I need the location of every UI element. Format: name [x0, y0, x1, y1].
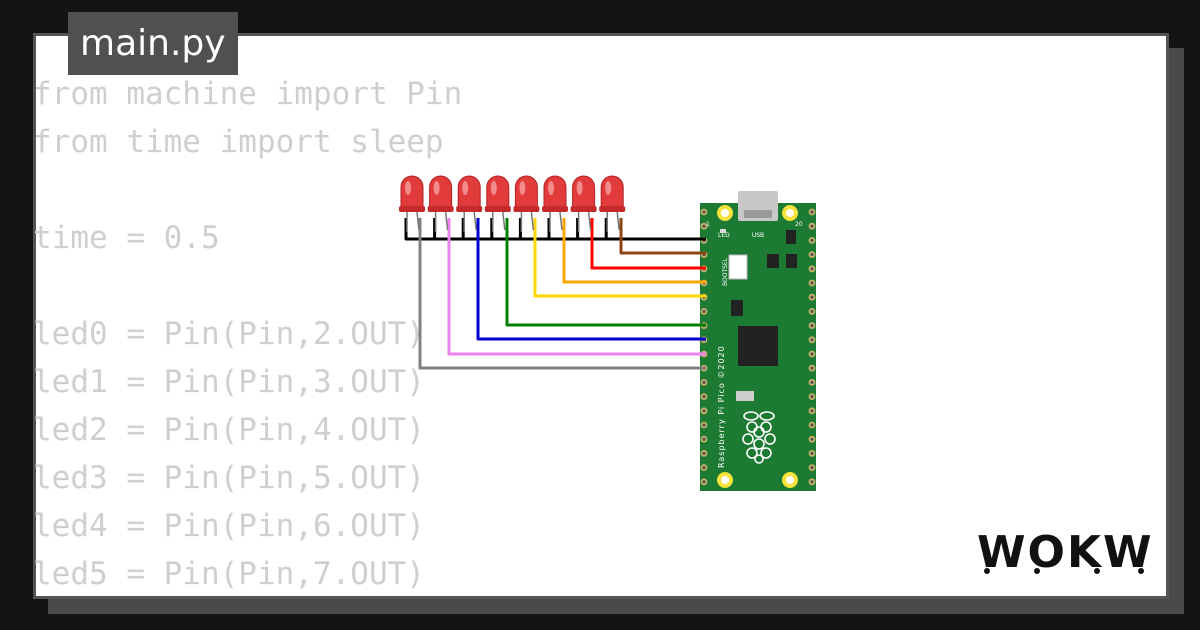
- led-body: [400, 175, 424, 211]
- pin1-label: 1: [706, 221, 710, 228]
- led[interactable]: [599, 175, 626, 232]
- wire[interactable]: [505, 218, 706, 327]
- led-body: [486, 175, 510, 211]
- wire[interactable]: [590, 218, 706, 270]
- code-line: from machine import Pin: [33, 76, 463, 112]
- wire[interactable]: [404, 218, 706, 241]
- led[interactable]: [513, 175, 540, 232]
- led-label: LED: [718, 232, 730, 239]
- usb-label: USB: [752, 232, 764, 239]
- onboard-led: [720, 229, 726, 233]
- bootsel-label: BOOTSEL: [722, 257, 729, 286]
- bootsel-button[interactable]: [728, 254, 748, 280]
- led-body: [600, 175, 624, 211]
- code-line: time = 0.5: [33, 220, 220, 256]
- code-line: led2 = Pin(Pin,4.OUT): [33, 412, 425, 448]
- wires: [404, 218, 706, 370]
- code-line: led4 = Pin(Pin,6.OUT): [33, 508, 425, 544]
- code-editor: from machine import Pin from time import …: [33, 70, 462, 598]
- led-body: [514, 175, 538, 211]
- wokwi-logo-text: WOKWi: [977, 527, 1150, 578]
- led[interactable]: [570, 175, 597, 232]
- led[interactable]: [456, 175, 483, 232]
- code-line: led0 = Pin(Pin,2.OUT): [33, 316, 425, 352]
- wire[interactable]: [418, 218, 706, 370]
- led[interactable]: [542, 175, 568, 232]
- wokwi-logo-icon: WOKWi: [977, 527, 1150, 578]
- raspberry-icon: [742, 411, 776, 464]
- code-line: led3 = Pin(Pin,5.OUT): [33, 460, 425, 496]
- wire[interactable]: [476, 218, 706, 341]
- code-line: from time import sleep: [33, 124, 444, 160]
- board-silkscreen: Raspberry Pi Pico ©2020: [717, 345, 726, 468]
- led-array: [399, 175, 626, 232]
- led-body: [572, 175, 596, 211]
- led[interactable]: [399, 175, 425, 232]
- pin-castellations-right: [808, 208, 816, 486]
- wire[interactable]: [533, 218, 706, 298]
- wire[interactable]: [619, 218, 706, 255]
- pico-board[interactable]: USB LED 1 20 BOOTSEL Raspberry Pi Pico ©…: [700, 191, 816, 491]
- pin20-label: 20: [795, 221, 803, 228]
- code-line: led5 = Pin(Pin,7.OUT): [33, 556, 425, 592]
- wire[interactable]: [562, 218, 706, 284]
- project-preview-card: [33, 33, 1169, 599]
- code-line: led1 = Pin(Pin,3.OUT): [33, 364, 425, 400]
- wire[interactable]: [447, 218, 706, 356]
- file-tab[interactable]: main.py: [68, 12, 238, 75]
- led-body: [457, 175, 481, 211]
- led-body: [429, 175, 453, 211]
- rp2040-chip: [738, 326, 778, 366]
- led-body: [543, 175, 567, 211]
- led[interactable]: [427, 175, 454, 232]
- led[interactable]: [484, 175, 511, 232]
